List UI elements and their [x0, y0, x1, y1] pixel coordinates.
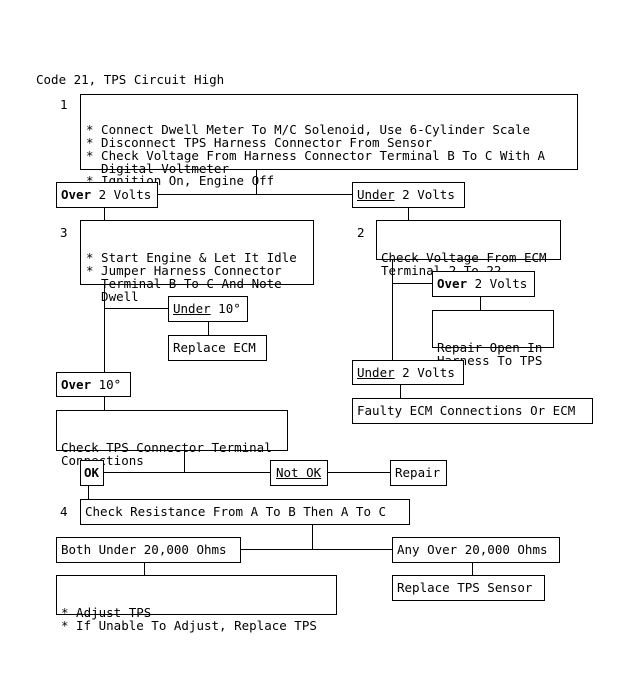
- repair-box: Repair: [390, 460, 447, 486]
- both-under-box: Both Under 20,000 Ohms: [56, 537, 241, 563]
- step-1-line: * Connect Dwell Meter To M/C Solenoid, U…: [86, 122, 531, 138]
- step-4-label: Check Resistance From A To B Then A To C: [85, 504, 387, 519]
- step-2-number: 2: [357, 225, 365, 240]
- step-3-text: * Start Engine & Let It Idle* Jumper Har…: [86, 250, 297, 304]
- connector-line: [400, 384, 401, 398]
- connector-line: [392, 283, 432, 284]
- connector-line: [208, 321, 209, 335]
- connector-line: [103, 472, 271, 473]
- connector-line: [88, 485, 89, 500]
- step-1-line: * Disconnect TPS Harness Connector From …: [86, 135, 433, 151]
- connector-line: [312, 524, 313, 549]
- connector-line: [408, 207, 409, 220]
- step-4-box: Check Resistance From A To B Then A To C: [80, 499, 410, 525]
- connector-line: [104, 396, 105, 411]
- step-3-number: 3: [60, 225, 68, 240]
- adjust-tps-text: * Adjust TPS* If Unable To Adjust, Repla…: [61, 605, 317, 634]
- connector-line: [157, 194, 352, 195]
- connector-line: [327, 472, 391, 473]
- not-ok-label: Not OK: [276, 465, 322, 480]
- replace-tps-box: Replace TPS Sensor: [392, 575, 545, 601]
- any-over-box: Any Over 20,000 Ohms: [392, 537, 560, 563]
- connector-line: [104, 308, 169, 309]
- ok-label: OK: [84, 465, 100, 480]
- connector-line: [472, 562, 473, 575]
- faulty-ecm-box: Faulty ECM Connections Or ECM: [352, 398, 593, 424]
- over-10-label: Over 10°: [61, 377, 122, 392]
- connector-line: [256, 170, 257, 195]
- step-4-number: 4: [60, 504, 68, 519]
- replace-ecm-box: Replace ECM: [168, 335, 267, 361]
- replace-tps-label: Replace TPS Sensor: [397, 580, 533, 595]
- under-10-label: Under 10°: [173, 301, 241, 316]
- step-1-line: * Check Voltage From Harness Connector T…: [86, 147, 546, 163]
- under-2-volts-label: Under 2 Volts: [357, 187, 455, 202]
- step-1-number: 1: [60, 97, 68, 112]
- over-2-volts-right-label: Over 2 Volts: [437, 276, 528, 291]
- any-over-label: Any Over 20,000 Ohms: [397, 542, 548, 557]
- over-2-volts-box: Over 2 Volts: [56, 182, 158, 208]
- connector-line: [240, 549, 392, 550]
- over-2-volts-right-box: Over 2 Volts: [432, 271, 535, 297]
- over-2-volts-label: Over 2 Volts: [61, 187, 152, 202]
- connector-line: [184, 450, 185, 472]
- replace-ecm-label: Replace ECM: [173, 340, 256, 355]
- step-1-line: Digital Voltmeter: [86, 160, 229, 176]
- ok-box: OK: [80, 460, 104, 486]
- both-under-label: Both Under 20,000 Ohms: [61, 542, 227, 557]
- step-1-text: * Connect Dwell Meter To M/C Solenoid, U…: [86, 99, 545, 213]
- chart-title: Code 21, TPS Circuit High: [36, 72, 225, 87]
- under-10-box: Under 10°: [168, 296, 248, 322]
- connector-line: [144, 562, 145, 575]
- step-1-box: * Connect Dwell Meter To M/C Solenoid, U…: [80, 94, 578, 187]
- adjust-tps-box: * Adjust TPS* If Unable To Adjust, Repla…: [56, 575, 337, 632]
- check-tps-box: Check TPS Connector TerminalConnections: [56, 410, 288, 467]
- step-3-box: * Start Engine & Let It Idle* Jumper Har…: [80, 220, 314, 302]
- over-10-box: Over 10°: [56, 372, 131, 397]
- connector-line: [480, 296, 481, 310]
- under-2-volts-right-label: Under 2 Volts: [357, 365, 455, 380]
- under-2-volts-right-box: Under 2 Volts: [352, 360, 464, 385]
- connector-line: [392, 259, 393, 361]
- faulty-ecm-label: Faulty ECM Connections Or ECM: [357, 403, 576, 418]
- connector-line: [104, 207, 105, 220]
- under-2-volts-box: Under 2 Volts: [352, 182, 465, 208]
- connector-line: [104, 284, 105, 373]
- not-ok-box: Not OK: [270, 460, 328, 486]
- repair-label: Repair: [395, 465, 441, 480]
